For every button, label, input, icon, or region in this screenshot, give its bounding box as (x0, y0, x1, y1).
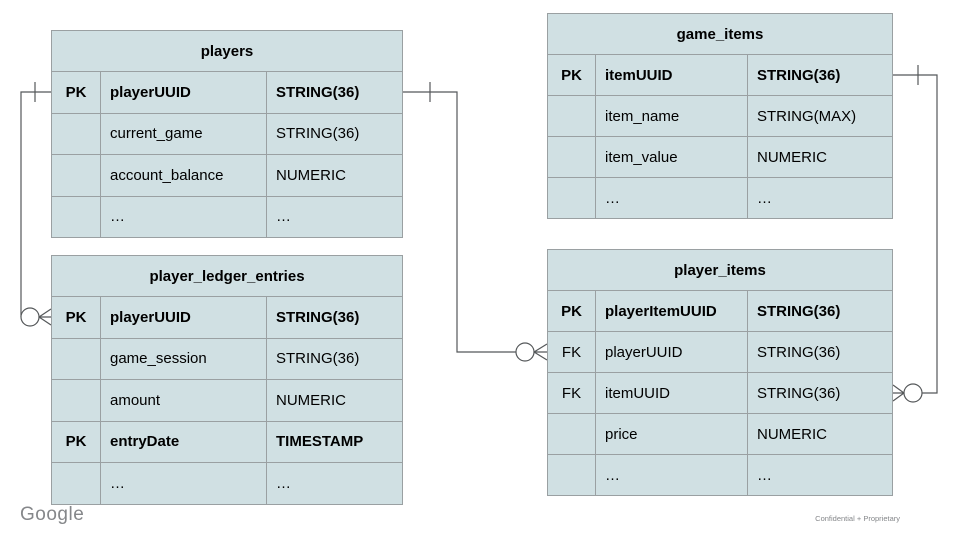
cell-key (52, 463, 100, 504)
cell-key (52, 155, 100, 196)
cell-type: STRING(36) (747, 332, 892, 372)
table-row: … … (548, 454, 892, 495)
cell-key (548, 96, 595, 136)
cell-type: … (266, 463, 402, 504)
cell-type: … (266, 196, 402, 237)
cell-type: STRING(36) (747, 373, 892, 413)
cell-field: playerUUID (100, 297, 266, 338)
cell-type: … (747, 178, 892, 218)
cell-type: NUMERIC (747, 137, 892, 177)
cell-field: itemUUID (595, 55, 747, 95)
cell-type: STRING(36) (266, 338, 402, 379)
google-logo: Google (20, 504, 85, 525)
cell-field: item_value (595, 137, 747, 177)
cell-field: … (100, 463, 266, 504)
connector-line (893, 74, 938, 394)
table-row: account_balance NUMERIC (52, 154, 402, 196)
table-row: FK playerUUID STRING(36) (548, 331, 892, 372)
cell-key (548, 455, 595, 495)
cell-field: entryDate (100, 421, 266, 462)
cell-key (52, 339, 100, 380)
cell-field: … (100, 196, 266, 237)
table-row: FK itemUUID STRING(36) (548, 372, 892, 413)
table-row: PK playerUUID STRING(36) (52, 71, 402, 113)
cardinality-zero-circle (515, 342, 535, 362)
table-row: PK entryDate TIMESTAMP (52, 420, 402, 462)
cell-field: … (595, 178, 747, 218)
table-title: game_items (676, 25, 764, 43)
cell-field: playerUUID (100, 72, 266, 113)
cell-type: TIMESTAMP (266, 421, 402, 462)
table-game-items: game_items PK itemUUID STRING(36) item_n… (547, 13, 893, 219)
crows-foot (38, 308, 52, 326)
table-players: players PK playerUUID STRING(36) current… (51, 30, 403, 238)
cell-type: … (747, 455, 892, 495)
cell-field: account_balance (100, 155, 266, 196)
cell-type: STRING(MAX) (747, 96, 892, 136)
connector-line (20, 91, 51, 317)
cell-key: PK (65, 308, 87, 326)
table-title: player_items (674, 261, 766, 279)
cardinality-zero-circle (903, 383, 923, 403)
cell-type: STRING(36) (266, 72, 402, 113)
table-title: players (200, 42, 254, 60)
table-row: … … (52, 462, 402, 504)
connector-line (403, 91, 516, 353)
cell-key (548, 178, 595, 218)
cell-type: STRING(36) (266, 113, 402, 154)
cell-field: price (595, 414, 747, 454)
table-title: player_ledger_entries (149, 267, 305, 285)
table-row: price NUMERIC (548, 413, 892, 454)
connector-game-items-to-player-items (892, 65, 938, 403)
cell-field: itemUUID (595, 373, 747, 413)
cell-key: PK (561, 66, 582, 84)
table-row: game_session STRING(36) (52, 337, 402, 380)
cell-key: FK (561, 343, 582, 361)
cell-field: playerItemUUID (595, 291, 747, 331)
cardinality-zero-circle (20, 307, 40, 327)
table-row: PK playerUUID STRING(36) (52, 296, 402, 338)
table-row: PK playerItemUUID STRING(36) (548, 290, 892, 331)
table-row: amount NUMERIC (52, 379, 402, 421)
cell-key (548, 137, 595, 177)
cell-key (52, 197, 100, 238)
cell-field: amount (100, 380, 266, 421)
table-row: … … (548, 177, 892, 218)
cell-key: PK (65, 433, 87, 451)
cell-key: PK (65, 83, 87, 101)
table-player-ledger-entries: player_ledger_entries PK playerUUID STRI… (51, 255, 403, 505)
cell-field: item_name (595, 96, 747, 136)
crows-foot (892, 384, 905, 402)
cell-type: STRING(36) (747, 55, 892, 95)
cell-field: … (595, 455, 747, 495)
cell-key: PK (561, 302, 582, 320)
cell-key (548, 414, 595, 454)
table-row: … … (52, 195, 402, 238)
connector-players-to-player-items (403, 82, 548, 362)
cell-type: STRING(36) (266, 297, 402, 338)
table-row: current_game STRING(36) (52, 112, 402, 155)
table-row: item_value NUMERIC (548, 136, 892, 177)
table-row: PK itemUUID STRING(36) (548, 54, 892, 95)
cell-field: game_session (100, 338, 266, 379)
table-player-items: player_items PK playerItemUUID STRING(36… (547, 249, 893, 496)
cell-type: NUMERIC (266, 155, 402, 196)
cell-type: NUMERIC (747, 414, 892, 454)
table-row: item_name STRING(MAX) (548, 95, 892, 136)
connector-players-to-ledger (20, 82, 52, 327)
cell-type: STRING(36) (747, 291, 892, 331)
confidential-note: Confidential + Proprietary (815, 514, 900, 523)
crows-foot (533, 343, 548, 361)
cell-type: NUMERIC (266, 380, 402, 421)
cell-key (52, 114, 100, 155)
cell-field: playerUUID (595, 332, 747, 372)
cell-field: current_game (100, 113, 266, 154)
cell-key (52, 380, 100, 421)
cell-key: FK (561, 384, 582, 402)
